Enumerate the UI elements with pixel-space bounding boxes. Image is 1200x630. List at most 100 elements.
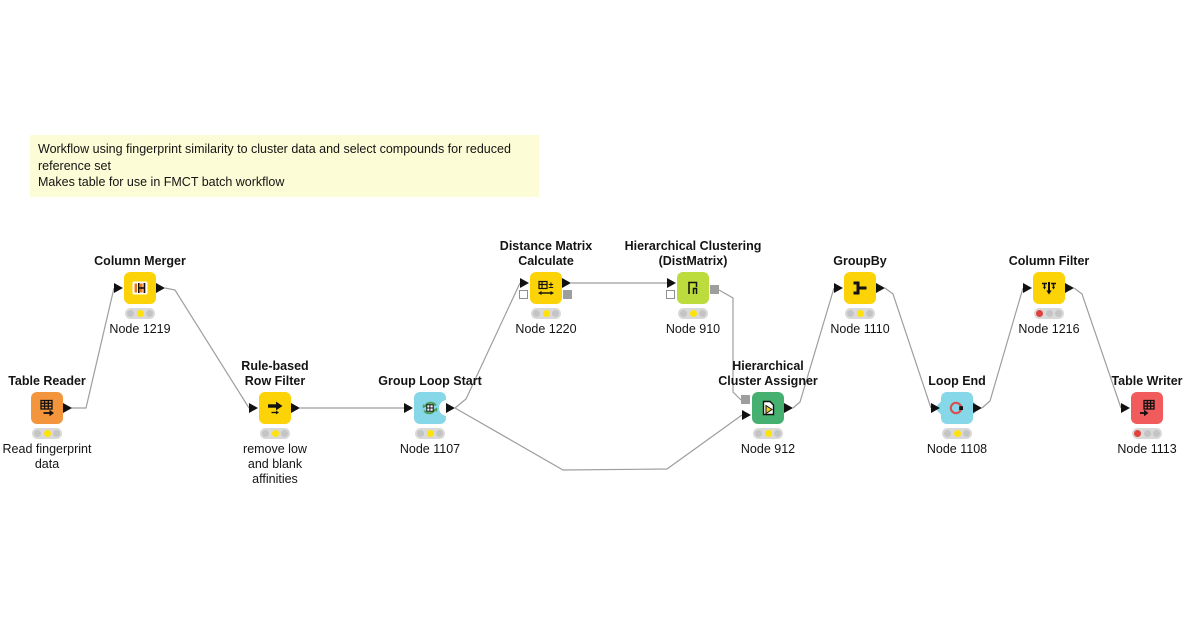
node-annotation: Node 910: [665, 322, 721, 336]
connection[interactable]: [454, 407, 743, 471]
input-port[interactable]: [1121, 403, 1130, 413]
node-title: Group Loop Start: [378, 373, 482, 388]
traffic-light: [1132, 428, 1162, 439]
node-annotation: Node 1220: [515, 322, 577, 336]
input-port[interactable]: [520, 278, 529, 288]
output-port[interactable]: [446, 403, 455, 413]
connection[interactable]: [1073, 287, 1122, 409]
node-body[interactable]: [414, 392, 455, 424]
traffic-light: [531, 308, 561, 319]
output-port[interactable]: [63, 403, 72, 413]
node-title: Table Writer: [1111, 373, 1183, 388]
connection[interactable]: [718, 289, 742, 401]
input-port[interactable]: [249, 403, 258, 413]
node-rule-based-row-filter: Rule-based Row Filter remove low and bla…: [241, 359, 308, 486]
node-distance-matrix-calculate: Distance Matrix Calculate ± Node 1220: [500, 239, 592, 336]
connection[interactable]: [981, 287, 1024, 409]
input-port[interactable]: [667, 278, 676, 288]
node-annotation: Node 1216: [1018, 322, 1080, 336]
cluster-tree-output-port[interactable]: [710, 285, 719, 294]
output-port[interactable]: [784, 403, 793, 413]
node-annotation: Node 912: [740, 442, 796, 456]
node-annotation: Node 1110: [830, 322, 890, 336]
node-table-reader: Table Reader Read fingerprint data: [3, 374, 92, 471]
hierarchical-clustering-icon: [688, 281, 698, 294]
connection[interactable]: [884, 287, 932, 409]
node-body[interactable]: [752, 392, 784, 424]
node-body[interactable]: [259, 392, 291, 424]
node-title: Column Merger: [94, 253, 186, 268]
connection[interactable]: [792, 287, 835, 409]
node-title: Hierarchical Clustering (DistMatrix): [624, 239, 762, 268]
node-title: Rule-based Row Filter: [241, 359, 309, 388]
svg-text:±: ±: [549, 280, 554, 290]
workflow-annotation[interactable]: Workflow using fingerprint similarity to…: [30, 135, 539, 197]
node-body[interactable]: ±: [530, 272, 562, 304]
input-port[interactable]: [404, 403, 413, 413]
node-annotation: Node 1113: [1117, 442, 1177, 456]
node-body[interactable]: [1131, 392, 1163, 424]
node-loop-end: Loop End Node 1108: [927, 374, 987, 457]
traffic-light: [845, 308, 875, 319]
node-title: GroupBy: [833, 253, 887, 268]
node-body[interactable]: [941, 392, 973, 424]
traffic-light: [1034, 308, 1064, 319]
output-port[interactable]: [973, 403, 982, 413]
node-column-merger: Column Merger Node 1219: [94, 254, 186, 337]
connection[interactable]: [71, 287, 115, 409]
distance-output-port[interactable]: [563, 290, 572, 299]
traffic-light: [678, 308, 708, 319]
node-column-filter: Column Filter Node 1216: [1009, 254, 1090, 337]
node-title: Loop End: [928, 373, 986, 388]
loop-end-icon: [949, 401, 963, 415]
node-annotation: Node 1107: [399, 442, 461, 456]
hierarchical-cluster-assigner-icon: [762, 400, 775, 416]
traffic-light: [32, 428, 62, 439]
node-hierarchical-cluster-assigner: Hierarchical Cluster Assigner Node 912: [718, 359, 818, 456]
node-body[interactable]: [677, 272, 709, 304]
node-annotation: Node 1219: [109, 322, 171, 336]
traffic-light: [125, 308, 155, 319]
connection[interactable]: [454, 282, 521, 409]
workflow-annotation-line2: Makes table for use in FMCT batch workfl…: [38, 175, 285, 189]
rule-based-row-filter-icon: [268, 401, 283, 415]
groupby-icon: [853, 281, 867, 295]
traffic-light: [942, 428, 972, 439]
output-port[interactable]: [562, 278, 571, 288]
optional-input-port[interactable]: [519, 290, 528, 299]
output-port[interactable]: [1065, 283, 1074, 293]
input-port[interactable]: [1023, 283, 1032, 293]
group-loop-start-icon: [422, 401, 438, 415]
node-title: Hierarchical Cluster Assigner: [718, 359, 818, 388]
node-hierarchical-clustering: Hierarchical Clustering (DistMatrix) Nod…: [625, 239, 762, 336]
node-title: Column Filter: [1008, 253, 1090, 268]
traffic-light: [260, 428, 290, 439]
node-body[interactable]: [124, 272, 156, 304]
node-body[interactable]: [31, 392, 63, 424]
traffic-light: [415, 428, 445, 439]
input-port[interactable]: [742, 410, 751, 420]
node-annotation: Read fingerprint data: [2, 442, 92, 471]
node-body[interactable]: [844, 272, 876, 304]
optional-input-port[interactable]: [666, 290, 675, 299]
table-reader-icon: [40, 399, 54, 417]
connection[interactable]: [164, 287, 250, 409]
column-merger-icon: [132, 281, 148, 295]
output-port[interactable]: [156, 283, 165, 293]
node-annotation: Node 1108: [926, 442, 988, 456]
workflow-annotation-line1: Workflow using fingerprint similarity to…: [38, 142, 511, 173]
input-port[interactable]: [114, 283, 123, 293]
distance-matrix-calculate-icon: ±: [538, 280, 554, 295]
cluster-tree-input-port[interactable]: [741, 395, 750, 404]
column-filter-icon: [1042, 282, 1056, 295]
node-annotation: remove low and blank affinities: [243, 442, 307, 486]
node-body[interactable]: [1033, 272, 1065, 304]
output-port[interactable]: [291, 403, 300, 413]
table-writer-icon: [1140, 399, 1155, 417]
output-port[interactable]: [876, 283, 885, 293]
input-port[interactable]: [834, 283, 843, 293]
input-port[interactable]: [931, 403, 940, 413]
node-groupby: GroupBy Node 1110: [830, 254, 889, 337]
